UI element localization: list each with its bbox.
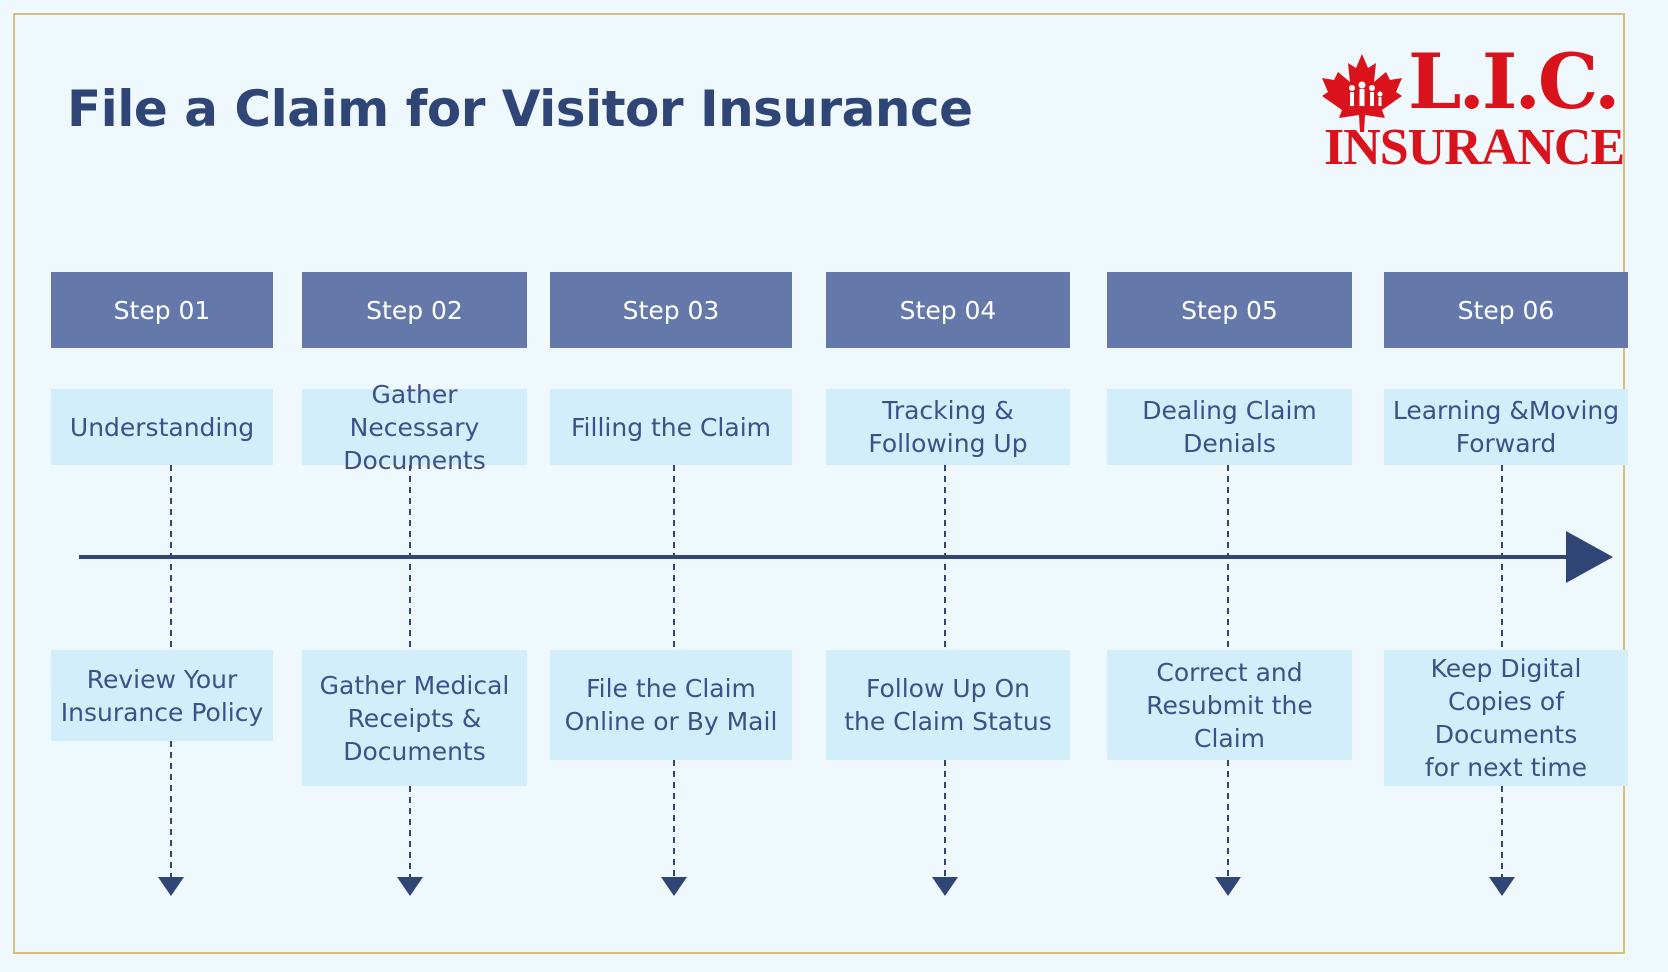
step-header-2: Step 02 <box>302 272 527 348</box>
diagram-frame <box>13 13 1625 954</box>
maple-leaf-icon <box>1322 54 1402 132</box>
step-header-5: Step 05 <box>1107 272 1352 348</box>
step-header-3: Step 03 <box>550 272 792 348</box>
logo-text-insurance: INSURANCE <box>1324 119 1625 176</box>
logo-text-lic: L.I.C. <box>1408 37 1621 126</box>
step-header-4: Step 04 <box>826 272 1070 348</box>
page-title: File a Claim for Visitor Insurance <box>67 80 973 138</box>
down-arrow-icon-2 <box>397 877 423 896</box>
down-arrow-icon-5 <box>1215 877 1241 896</box>
step-header-1: Step 01 <box>51 272 273 348</box>
down-arrow-icon-4 <box>932 877 958 896</box>
down-arrow-icon-3 <box>661 877 687 896</box>
timeline-arrowhead-icon <box>1566 531 1613 583</box>
down-arrow-icon-6 <box>1489 877 1515 896</box>
step-label-1: Understanding <box>51 389 273 465</box>
step-label-3: Filling the Claim <box>550 389 792 465</box>
down-arrow-icon-1 <box>158 877 184 896</box>
step-header-6: Step 06 <box>1384 272 1628 348</box>
step-label-4: Tracking &Following Up <box>826 389 1070 465</box>
lic-insurance-logo: L.I.C. INSURANCE <box>1322 44 1625 174</box>
